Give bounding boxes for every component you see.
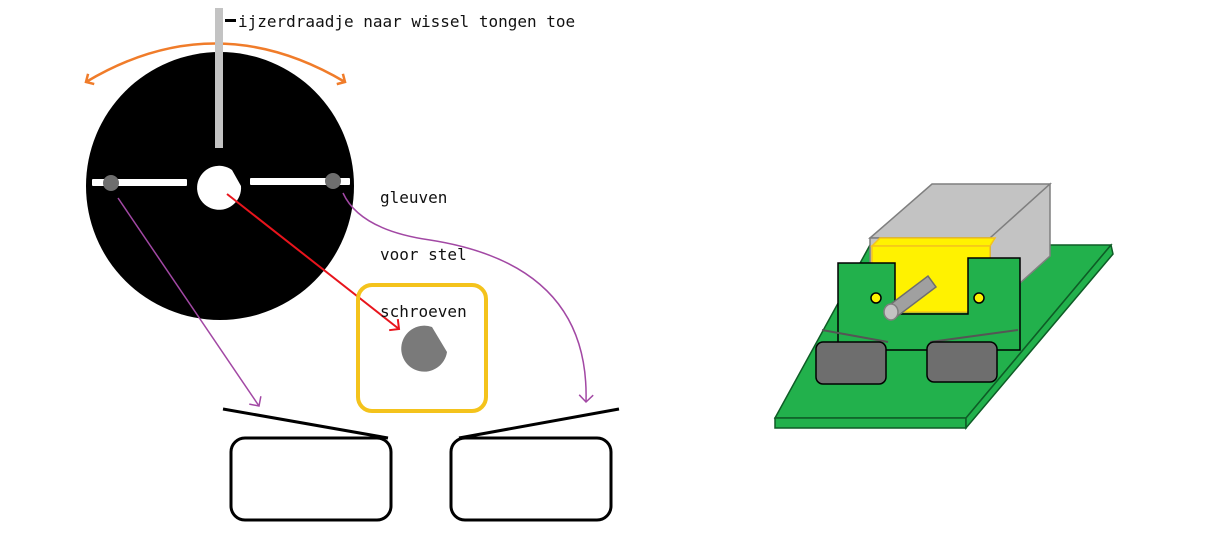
wire-label-dash [225, 19, 236, 22]
pcb-edge [774, 417, 967, 429]
pcb-block-left [815, 341, 887, 385]
pcb-edge-right [965, 243, 1114, 431]
switch-block-right [449, 436, 613, 522]
pcb-tongue-left [821, 329, 889, 343]
slots-label-line1: gleuven [380, 188, 448, 207]
slot-right [250, 178, 350, 185]
pcb-block-right [926, 341, 998, 383]
slots-label: gleuven voor stel schroeven [380, 150, 467, 340]
red-arrow [226, 193, 401, 332]
switch-tongue-right [458, 407, 620, 440]
motor-bracket [837, 257, 1021, 351]
bracket-screw-left [870, 292, 882, 304]
screw-left [103, 175, 119, 191]
motor-yellow-band [870, 237, 997, 247]
slots-label-line3: schroeven [380, 302, 467, 321]
purple-arrow-left [117, 197, 262, 407]
switch-tongue-left [222, 407, 389, 440]
screw-right [325, 173, 341, 189]
shaft-highlight-box [356, 283, 488, 413]
motor-shaft-shape [401, 325, 447, 372]
motor-shaft-end [883, 303, 899, 321]
shaft-hole [197, 165, 242, 210]
wire-rod [215, 8, 223, 148]
bracket-screw-right [973, 292, 985, 304]
purple-arrow-right [342, 192, 594, 404]
pcb-tongue-right [929, 329, 1019, 343]
switch-block-left [229, 436, 393, 522]
slots-label-line2: voor stel [380, 245, 467, 264]
wire-label: ijzerdraadje naar wissel tongen toe [238, 12, 576, 31]
